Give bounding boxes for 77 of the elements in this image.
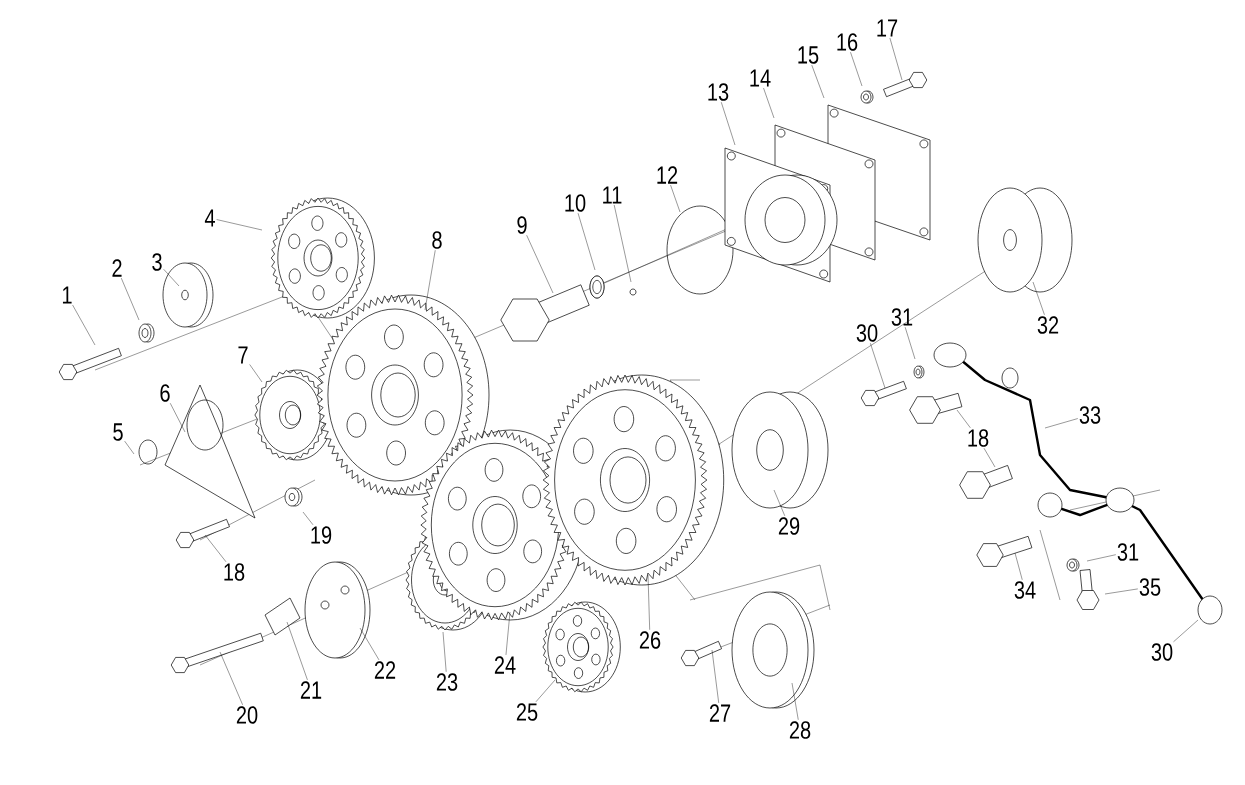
leader-line	[535, 679, 556, 702]
callout-number: 15	[798, 46, 819, 64]
leader-line	[216, 219, 263, 231]
leader-line	[870, 343, 886, 389]
callout-number: 30	[856, 324, 878, 342]
callout-number: 14	[750, 69, 771, 87]
callout-number: 34	[1014, 581, 1036, 599]
leader-line	[811, 64, 825, 99]
callout-number: 6	[160, 384, 170, 402]
callout-number: 17	[877, 19, 898, 37]
callout-number: 22	[374, 661, 396, 679]
callout-number: 16	[837, 33, 858, 51]
leader-line	[286, 621, 308, 681]
callout-number: 28	[789, 721, 811, 739]
callout-number: 3	[152, 253, 162, 271]
callout-number: 20	[236, 706, 258, 724]
callout-number: 12	[657, 166, 678, 184]
leader-line	[1014, 552, 1023, 580]
leader-line	[1173, 619, 1199, 642]
leader-line	[1086, 554, 1116, 562]
leader-line	[904, 327, 916, 360]
leader-line	[791, 682, 799, 720]
leader-line	[249, 364, 263, 383]
leader-line	[204, 534, 227, 562]
leader-line	[359, 627, 380, 661]
leader-line	[124, 440, 135, 455]
callout-number: 23	[436, 673, 458, 691]
leader-line	[983, 448, 996, 468]
callout-number: 35	[1139, 578, 1161, 596]
leader-line	[219, 651, 243, 705]
callout-number: 18	[224, 563, 245, 581]
callout-number: 30	[1151, 643, 1173, 661]
callout-number: 21	[300, 681, 322, 699]
callout-number: 1	[62, 286, 72, 304]
callout-number: 13	[708, 83, 729, 101]
leader-line	[163, 269, 180, 287]
callout-number: 19	[311, 526, 332, 544]
callout-number: 5	[113, 423, 123, 441]
leader-line	[711, 649, 719, 704]
leader-line	[773, 489, 785, 516]
leader-line	[721, 102, 736, 146]
callout-number: 25	[516, 703, 538, 721]
leader-line	[442, 631, 447, 672]
leader-line	[647, 574, 650, 630]
callout-number: 8	[432, 231, 442, 249]
leader-line	[526, 235, 554, 294]
leader-line	[1032, 281, 1045, 315]
callout-number: 31	[1117, 543, 1139, 561]
callout-number: 7	[238, 346, 248, 364]
callout-number: 32	[1037, 316, 1059, 334]
leader-line	[505, 611, 511, 656]
leader-line	[577, 213, 596, 271]
leader-line	[956, 409, 971, 428]
leader-line	[72, 304, 96, 346]
leader-line	[302, 511, 314, 525]
leader-line	[670, 184, 681, 213]
callout-number: 4	[204, 209, 215, 227]
leader-line	[889, 37, 903, 81]
leader-line	[1104, 588, 1138, 595]
leader-line	[850, 52, 863, 87]
leader-line	[121, 277, 140, 321]
callout-number: 27	[709, 704, 731, 722]
leader-line	[424, 250, 436, 311]
callout-number: 2	[112, 259, 122, 277]
callout-number: 9	[517, 216, 527, 234]
callout-number: 29	[778, 517, 800, 535]
callout-number: 33	[1079, 406, 1101, 424]
callout-number: 31	[891, 308, 913, 326]
leader-line	[613, 204, 632, 283]
leader-line	[1044, 418, 1078, 429]
leader-line	[170, 403, 186, 433]
leader-line	[763, 87, 775, 119]
callout-number: 10	[565, 194, 586, 212]
callout-number: 11	[603, 186, 622, 204]
callout-number: 18	[968, 429, 989, 447]
callout-number: 26	[639, 631, 661, 649]
callout-number: 24	[494, 656, 516, 674]
